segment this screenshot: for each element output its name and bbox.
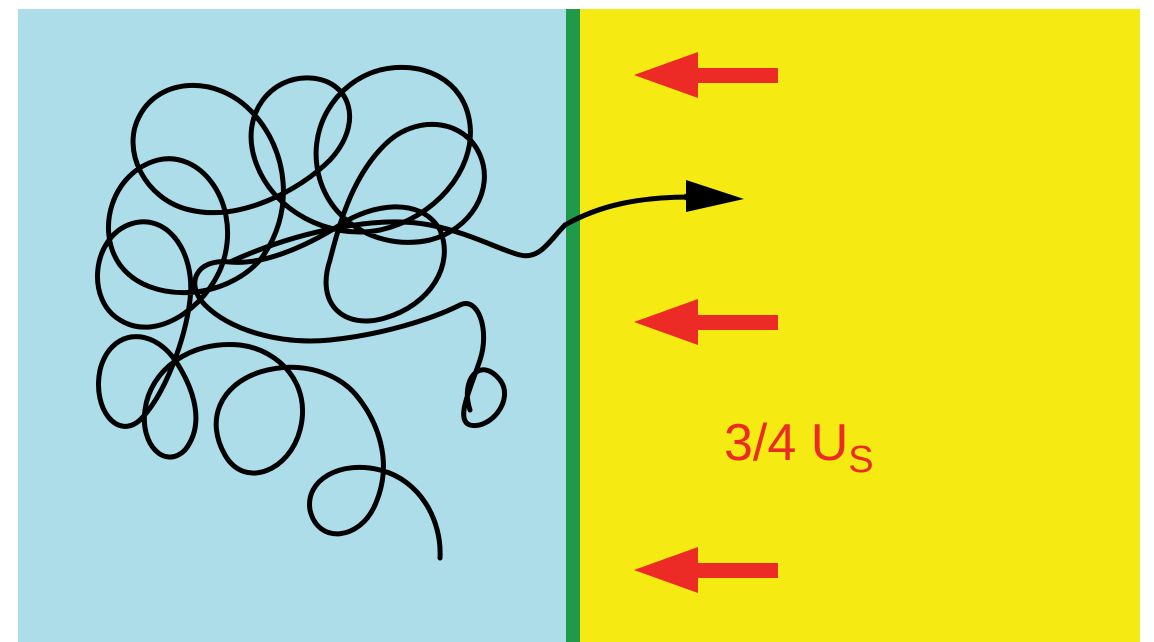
upstream-region — [18, 9, 572, 642]
left-arrow-icon — [634, 299, 698, 345]
shock-front — [566, 9, 580, 642]
flow-arrow-top — [634, 52, 778, 98]
velocity-label-subscript: S — [848, 439, 873, 481]
flow-arrow-bottom — [634, 547, 778, 593]
particle-path — [95, 64, 693, 561]
velocity-label-main: 3/4 U — [724, 414, 848, 472]
left-arrow-icon — [634, 52, 698, 98]
left-arrow-icon — [634, 547, 698, 593]
arrowhead-icon — [686, 180, 744, 212]
velocity-label: 3/4 US — [724, 414, 874, 481]
flow-arrow-middle — [634, 299, 778, 345]
